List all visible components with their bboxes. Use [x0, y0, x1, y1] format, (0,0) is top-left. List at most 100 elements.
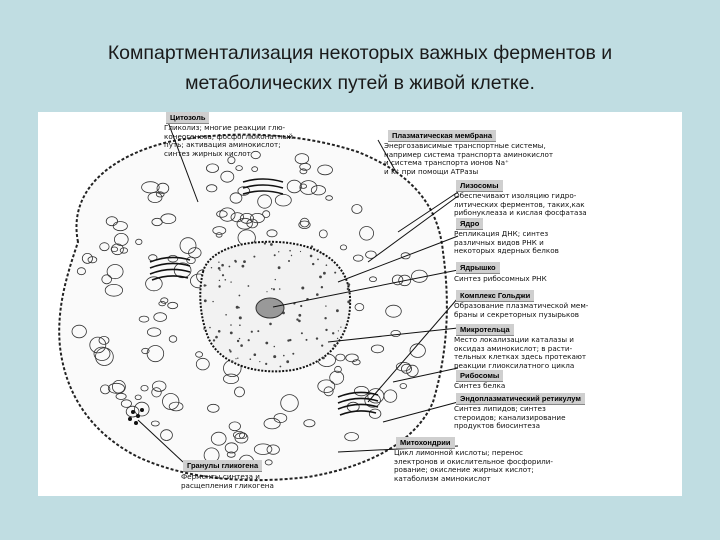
vesicle	[220, 170, 235, 183]
vesicle	[151, 217, 163, 227]
chromatin-dot	[288, 260, 290, 262]
membrane-line-2: например система транспорта аминокислот	[384, 149, 554, 159]
vesicle	[106, 264, 124, 280]
chromatin-dot	[273, 355, 277, 359]
vesicle	[195, 351, 204, 358]
slide-title: Компартментализация некоторых важных фер…	[20, 38, 700, 98]
chromatin-dot	[237, 357, 239, 359]
vesicle	[353, 385, 369, 397]
chromatin-dot	[315, 337, 319, 340]
vesicle	[125, 405, 140, 418]
vesicle	[212, 226, 227, 235]
chromatin-dot	[224, 279, 227, 281]
chromatin-dot	[221, 274, 225, 277]
vesicle	[179, 237, 197, 254]
cell-diagram-figure: Цитозоль Гликолиз; многие реакции глю- к…	[38, 112, 682, 496]
glycogen-line-2: расщепления гликогена	[181, 480, 274, 490]
vesicle	[250, 150, 261, 160]
chromatin-dot	[203, 328, 205, 330]
chromatin-dot	[325, 328, 328, 332]
mitochondria-line-4: катаболизм аминокислот	[394, 473, 491, 483]
nucleolus	[255, 297, 285, 319]
vesicle	[153, 312, 167, 322]
chromatin-dot	[266, 291, 268, 293]
vesicle	[253, 443, 273, 455]
microbodies-line-2: оксидаз аминокислот; в расти-	[454, 343, 573, 353]
slide-title-line-2: метаболических путей в живой клетке.	[185, 72, 535, 94]
membrane-line-1: Энергозависимые транспортные системы,	[384, 141, 546, 150]
glycogen-granules	[128, 408, 144, 425]
chromatin-dot	[299, 250, 302, 253]
glycogen-header: Гранулы гликогена	[183, 460, 263, 472]
chromatin-dot	[324, 317, 327, 320]
glycogen-line-1: Ферменты синтеза и	[181, 472, 260, 481]
vesicle	[173, 262, 192, 279]
chromatin-dot	[272, 288, 276, 291]
chromatin-dot	[346, 287, 350, 291]
vesicle	[100, 384, 111, 395]
chromatin-dot	[253, 255, 256, 258]
chromatin-dot	[247, 285, 250, 287]
mitochondria-description: Цикл лимонной кислоты; перенос электроно…	[394, 448, 553, 483]
chromatin-dot	[317, 258, 319, 261]
vesicle	[168, 335, 178, 343]
vesicle	[329, 370, 345, 385]
chromatin-dot	[218, 279, 221, 282]
chromatin-dot	[316, 293, 319, 296]
chromatin-dot	[312, 262, 315, 266]
vesicle	[134, 401, 150, 417]
nucleus-line-2: различных видов РНК и	[454, 237, 544, 247]
chromatin-dot	[238, 337, 241, 340]
chromatin-dot	[230, 360, 234, 363]
vesicle	[391, 274, 404, 286]
vesicle	[135, 238, 143, 245]
nucleolus-header: Ядрышко	[456, 262, 500, 274]
chromatin-dot	[323, 271, 326, 275]
chromatin-dot	[269, 322, 272, 326]
chromatin-dot	[203, 284, 206, 287]
chromatin-dot	[241, 264, 245, 268]
lysosomes-description: Обеспечивают изоляцию гидро- литических …	[454, 191, 587, 218]
nucleolus-line-1: Синтез рибосомных РНК	[454, 274, 547, 283]
chromatin-dot	[337, 330, 339, 332]
vesicle	[101, 274, 112, 285]
vesicle	[266, 444, 280, 455]
chromatin-dot	[265, 341, 269, 345]
vesicle	[120, 399, 132, 408]
vesicle	[370, 344, 385, 354]
vesicle	[134, 394, 142, 400]
chromatin-dot	[205, 284, 207, 287]
chromatin-dot	[235, 358, 237, 360]
microbodies-line-4: реакции глиоксилатного цикла	[454, 360, 575, 370]
chromatin-dot	[321, 344, 324, 347]
chromatin-dot	[218, 261, 220, 263]
vesicle	[138, 315, 150, 323]
vesicle	[147, 327, 162, 337]
chromatin-dot	[210, 267, 213, 269]
vesicle	[263, 417, 281, 430]
vesicle	[409, 343, 426, 358]
chromatin-dot	[239, 324, 241, 326]
vesicle	[216, 210, 228, 218]
vesicle	[167, 301, 179, 310]
chromatin-dot	[322, 356, 325, 360]
vesicle	[335, 353, 346, 362]
vesicle	[359, 226, 375, 241]
vesicle	[298, 220, 311, 229]
chromatin-dot	[203, 299, 207, 303]
vesicle	[93, 346, 111, 361]
vesicle	[145, 276, 163, 292]
chromatin-dot	[332, 332, 335, 335]
vesicle	[229, 192, 243, 204]
vesicle	[167, 254, 179, 263]
vesicle	[353, 254, 364, 262]
cell-illustration	[58, 121, 459, 482]
chromatin-dot	[238, 294, 241, 297]
mitochondria-header: Митохондрии	[396, 437, 455, 449]
chromatin-dot	[209, 326, 211, 329]
chromatin-dot	[289, 249, 291, 252]
mitochondria-line-1: Цикл лимонной кислоты; перенос	[394, 448, 523, 457]
nucleus-line-3: некоторых ядерных белков	[454, 246, 559, 256]
membrane-line-4: и K⁺ при помощи АТРазы	[384, 166, 479, 176]
vesicle	[156, 182, 170, 194]
